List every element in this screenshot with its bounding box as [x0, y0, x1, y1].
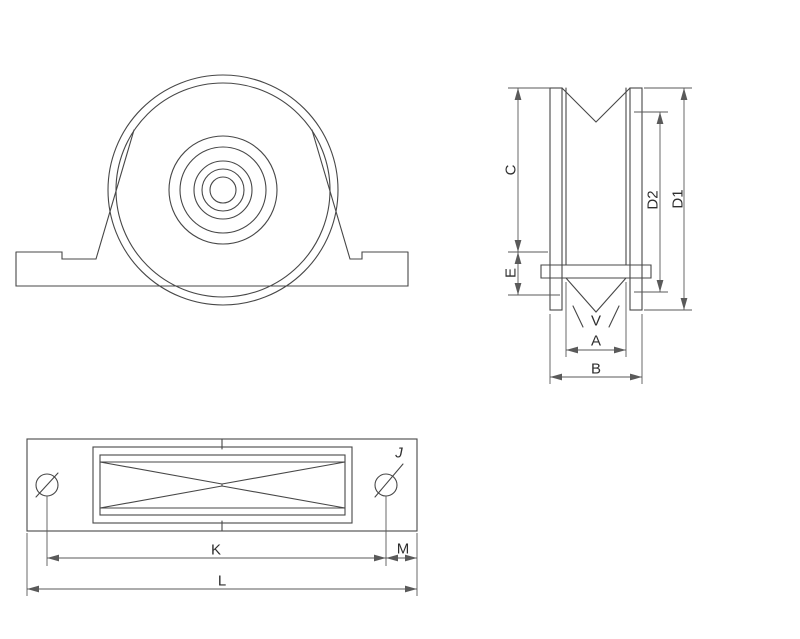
- groove-top-v: [561, 87, 631, 123]
- hole-slash-right-j-leader: [374, 463, 404, 498]
- bearing-inner-circle: [201, 168, 245, 212]
- flange-left: [549, 87, 563, 311]
- front-view: [15, 74, 409, 306]
- wheel-flange-edges: [99, 461, 346, 509]
- dim-label-l: L: [217, 572, 227, 590]
- dim-label-a: A: [590, 332, 602, 350]
- dim-label-v: V: [590, 312, 602, 330]
- side-view: [540, 87, 652, 328]
- wheel-rim-circle: [115, 82, 331, 298]
- groove-bowtie: [99, 461, 346, 509]
- bore-circle: [209, 176, 237, 204]
- wheel-outer-circle: [107, 74, 339, 306]
- side-view-dimensions: [508, 87, 692, 384]
- hub-inner-circle: [179, 146, 267, 234]
- bottom-view-dimensions: [26, 496, 418, 596]
- dim-label-e: E: [502, 267, 520, 279]
- dim-label-c: C: [502, 164, 520, 176]
- dim-label-j: J: [395, 444, 403, 462]
- dim-label-d2: D2: [644, 190, 662, 210]
- dim-label-k: K: [210, 541, 222, 559]
- bearing-outer-circle: [193, 160, 253, 220]
- wheel-outline: [99, 454, 346, 516]
- dim-label-m: M: [396, 540, 410, 558]
- dim-label-b: B: [590, 360, 602, 378]
- bracket-opening: [92, 446, 353, 524]
- hub-edges: [565, 87, 627, 266]
- plate-section-bar: [540, 264, 652, 279]
- hub-circle: [168, 135, 278, 245]
- bracket-sides: [95, 129, 351, 260]
- hole-slash-left: [35, 472, 59, 498]
- groove-bottom-v: [565, 277, 627, 313]
- v-angle-leaders: [572, 305, 620, 328]
- bottom-view: [26, 438, 418, 532]
- flange-right: [629, 87, 643, 311]
- mounting-plate-outline: [15, 251, 409, 287]
- dim-label-d1: D1: [669, 189, 687, 209]
